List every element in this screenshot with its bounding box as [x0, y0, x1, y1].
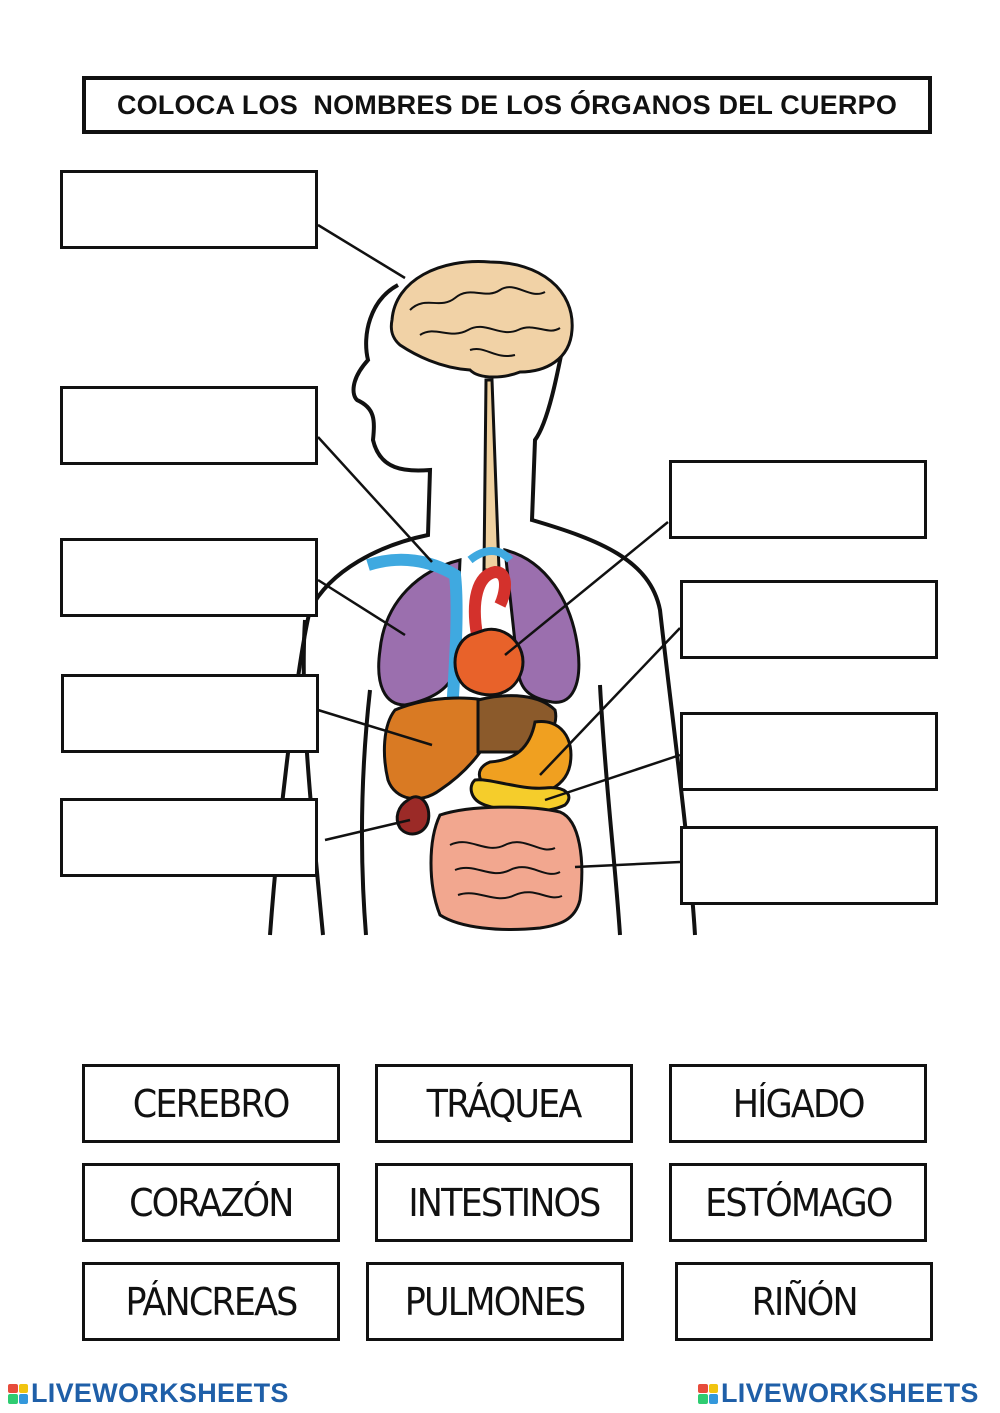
word-card-cerebro[interactable]: CEREBRO	[82, 1064, 340, 1143]
answer-box-8[interactable]	[680, 712, 938, 791]
liveworksheets-logo-icon	[698, 1383, 718, 1404]
left-inner-arm	[359, 689, 372, 936]
answer-box-7[interactable]	[680, 580, 938, 659]
answer-box-5[interactable]	[60, 798, 318, 877]
word-card-pulmones[interactable]: PULMONES	[366, 1262, 624, 1341]
word-label: ESTÓMAGO	[704, 1180, 893, 1225]
leader-line-7	[539, 627, 681, 776]
footer-brand-right: LIVEWORKSHEETS	[698, 1378, 979, 1409]
liveworksheets-logo-icon	[8, 1383, 28, 1404]
pancreas	[469, 778, 571, 813]
word-label: PÁNCREAS	[125, 1279, 298, 1324]
aorta	[468, 565, 511, 642]
answer-box-3[interactable]	[60, 538, 318, 617]
leader-line-8	[544, 753, 681, 802]
answer-box-6[interactable]	[669, 460, 927, 539]
instruction-title-box: COLOCA LOS NOMBRES DE LOS ÓRGANOS DEL CU…	[82, 76, 932, 134]
footer-brand-text: LIVEWORKSHEETS	[31, 1378, 289, 1408]
answer-box-1[interactable]	[60, 170, 318, 249]
leader-line-1	[317, 223, 406, 280]
brain	[389, 260, 574, 379]
word-card-traquea[interactable]: TRÁQUEA	[375, 1064, 633, 1143]
right-inner-arm	[598, 684, 622, 936]
left-lung	[377, 558, 462, 707]
heart	[453, 627, 525, 697]
word-label: HÍGADO	[732, 1081, 865, 1126]
small-intestine-coils	[449, 841, 563, 900]
kidney	[395, 795, 431, 836]
left-arm-line	[301, 619, 325, 936]
word-card-estomago[interactable]: ESTÓMAGO	[669, 1163, 927, 1242]
answer-box-4[interactable]	[61, 674, 319, 753]
word-label: PULMONES	[405, 1279, 586, 1324]
leader-line-4	[317, 708, 433, 747]
word-label: CEREBRO	[133, 1081, 291, 1126]
liver	[382, 696, 502, 801]
brain-folds	[409, 286, 561, 358]
leader-line-6	[504, 521, 669, 656]
answer-box-9[interactable]	[680, 826, 938, 905]
word-label: TRÁQUEA	[427, 1081, 583, 1126]
instruction-title: COLOCA LOS NOMBRES DE LOS ÓRGANOS DEL CU…	[116, 89, 898, 120]
trachea	[482, 378, 501, 572]
leader-line-3	[317, 578, 406, 637]
word-card-intestinos[interactable]: INTESTINOS	[375, 1163, 633, 1242]
word-card-higado[interactable]: HÍGADO	[669, 1064, 927, 1143]
leader-line-9	[574, 860, 681, 869]
leader-line-5	[324, 818, 411, 842]
word-label: CORAZÓN	[129, 1180, 294, 1225]
footer-brand-left: LIVEWORKSHEETS	[8, 1378, 289, 1409]
word-card-corazon[interactable]: CORAZÓN	[82, 1163, 340, 1242]
blue-vessel-top	[467, 547, 514, 564]
body-outline-right	[529, 319, 697, 936]
leader-line-2	[317, 436, 433, 563]
large-intestine	[429, 805, 584, 931]
word-label: RIÑÓN	[751, 1279, 858, 1324]
word-label: INTESTINOS	[408, 1180, 601, 1225]
answer-box-2[interactable]	[60, 386, 318, 465]
word-card-pancreas[interactable]: PÁNCREAS	[82, 1262, 340, 1341]
footer-brand-text: LIVEWORKSHEETS	[721, 1378, 979, 1408]
word-card-rinon[interactable]: RIÑÓN	[675, 1262, 933, 1341]
